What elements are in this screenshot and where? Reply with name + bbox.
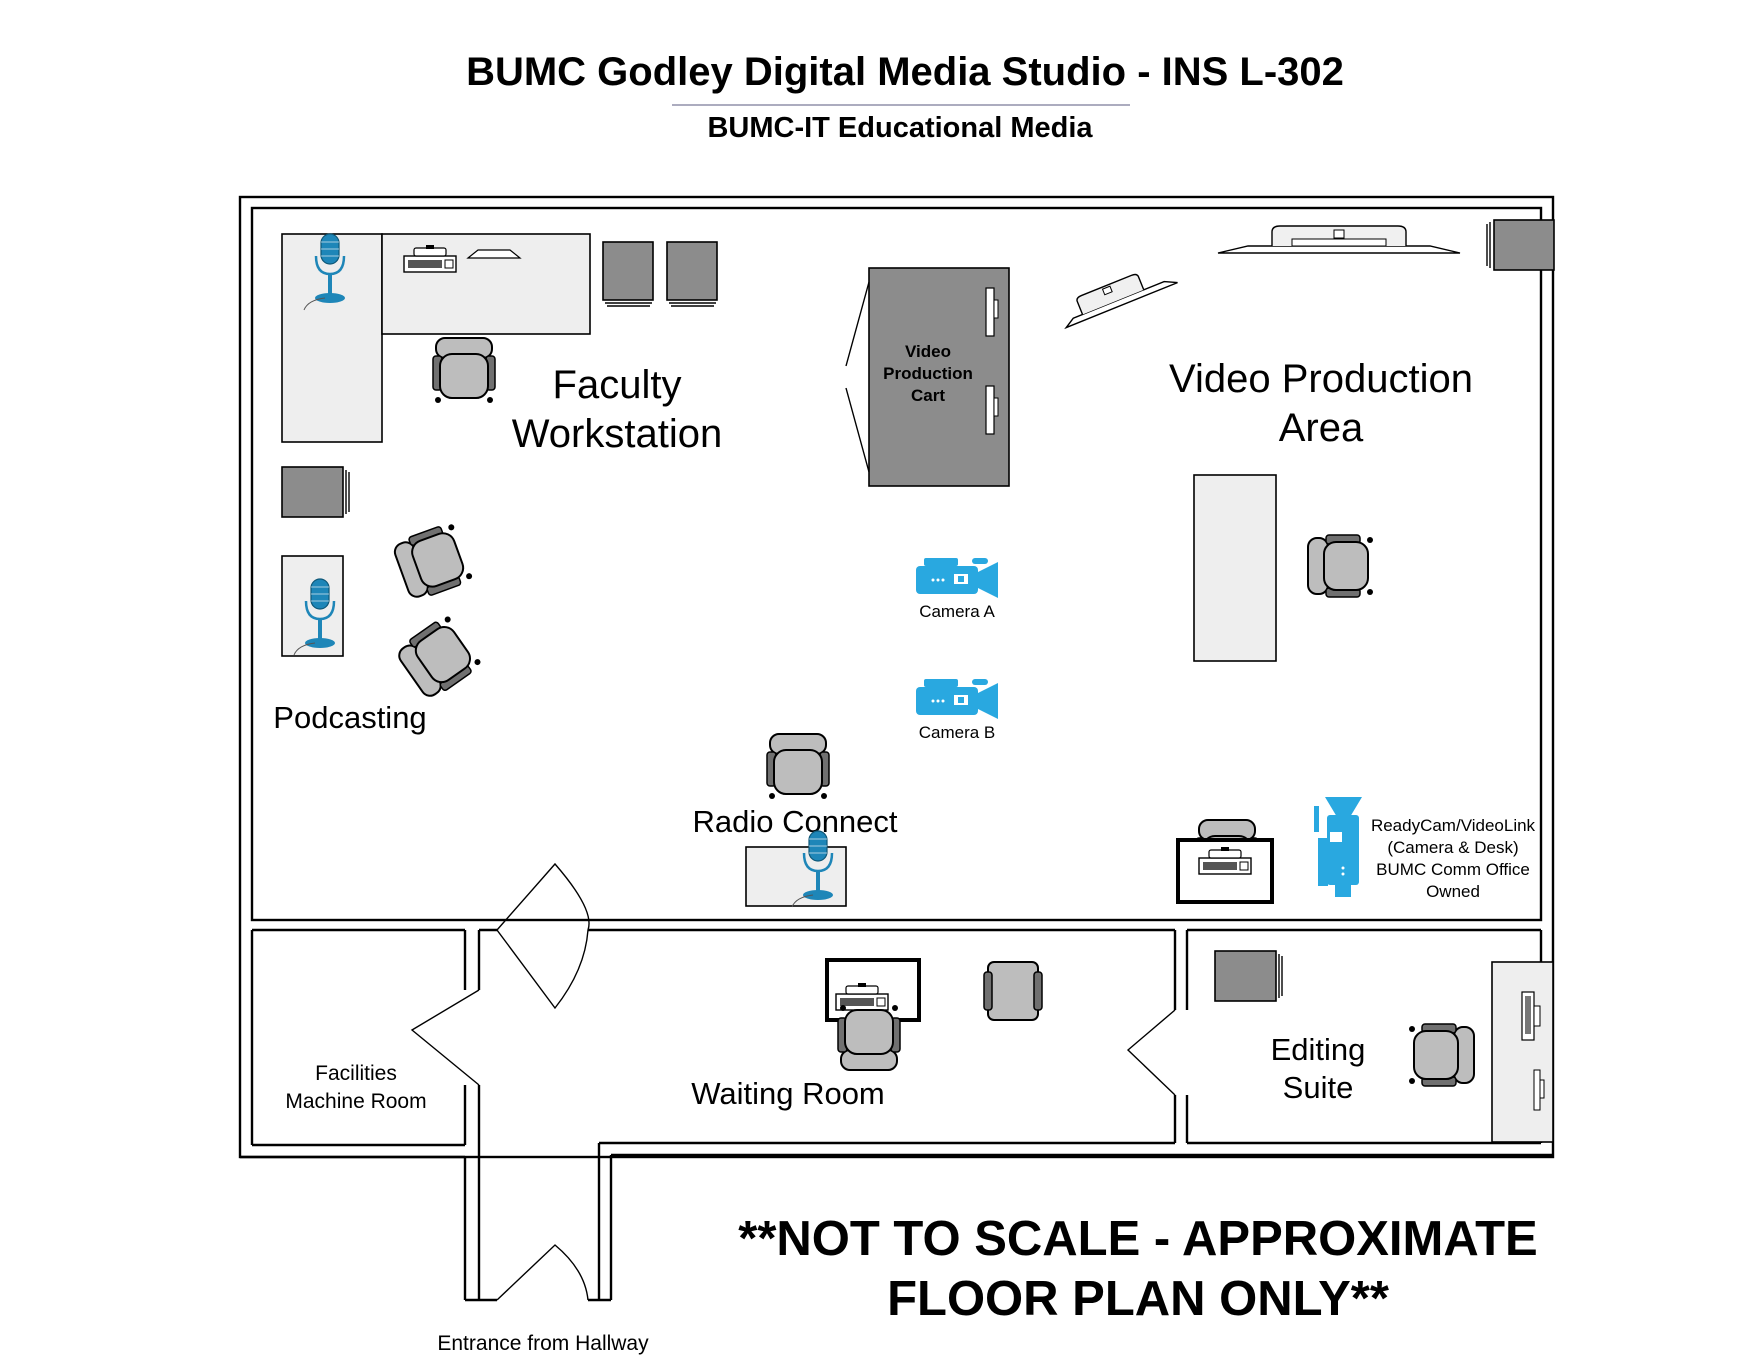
video-cart-label-3: Cart (911, 386, 945, 405)
office-chair-icon (766, 733, 830, 800)
faculty-desk (281, 232, 591, 443)
readycam-label-2: (Camera & Desk) (1387, 838, 1518, 857)
readycam-label-1: ReadyCam/VideoLink (1371, 816, 1536, 835)
faculty-workstation-label-1: Faculty (553, 363, 682, 407)
faculty-monitors (602, 241, 718, 307)
readycam-label-3: BUMC Comm Office (1376, 860, 1530, 879)
video-camera-icon (916, 558, 998, 598)
production-desk (1193, 474, 1277, 662)
entrance-label: Entrance from Hallway (437, 1332, 649, 1355)
editing-monitor (1214, 950, 1283, 1002)
waiting-room-label: Waiting Room (691, 1076, 885, 1111)
video-production-cart (845, 267, 1010, 487)
office-chair-icon (390, 520, 475, 604)
doors (410, 862, 1176, 1301)
radio-connect-label: Radio Connect (692, 804, 897, 839)
projector-icon (1217, 225, 1461, 254)
machine-room-label-2: Machine Room (285, 1090, 426, 1113)
video-production-area-label-1: Video Production (1169, 357, 1473, 401)
waiting-room-chair (983, 961, 1043, 1021)
office-chair-icon (1307, 534, 1374, 598)
readycam-desk (1176, 838, 1274, 904)
camera-b-label: Camera B (919, 723, 996, 742)
podcasting-label: Podcasting (273, 700, 426, 735)
not-to-scale-note-1: **NOT TO SCALE - APPROXIMATE (738, 1212, 1537, 1266)
editing-suite-label-2: Suite (1283, 1070, 1354, 1105)
teleprompter-icon (1064, 273, 1178, 330)
office-chair-icon (837, 1004, 901, 1071)
equipment-rack (1486, 219, 1555, 271)
machine-room-label-1: Facilities (315, 1062, 397, 1085)
office-chair-icon (432, 337, 496, 404)
editing-suite-label-1: Editing (1271, 1032, 1366, 1067)
page-title: BUMC Godley Digital Media Studio - INS L… (466, 50, 1344, 94)
office-chair-icon (393, 612, 484, 703)
video-cart-label-1: Video (905, 342, 951, 361)
video-cart-label-2: Production (883, 364, 973, 383)
video-production-area-label-2: Area (1279, 406, 1364, 450)
page-subtitle: BUMC-IT Educational Media (707, 112, 1093, 144)
office-chair-icon (1408, 1023, 1475, 1087)
readycam-camera-icon (1314, 797, 1362, 897)
faculty-workstation-label-2: Workstation (512, 412, 722, 456)
podcast-monitor (281, 466, 350, 518)
readycam-label-4: Owned (1426, 882, 1480, 901)
video-camera-icon (916, 679, 998, 719)
editing-desk (1491, 961, 1554, 1143)
camera-a-label: Camera A (919, 602, 995, 621)
not-to-scale-note-2: FLOOR PLAN ONLY** (887, 1272, 1390, 1326)
